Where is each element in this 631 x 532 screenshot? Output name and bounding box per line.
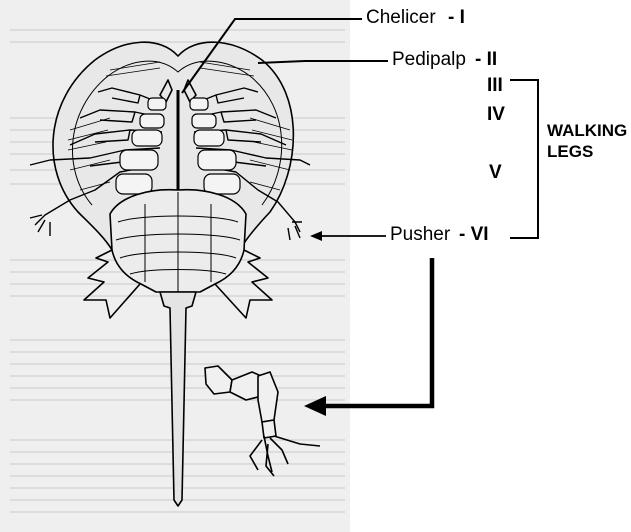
label-leg-iii: III <box>487 75 503 97</box>
walking-legs-bracket <box>510 80 538 238</box>
label-leg-iv: IV <box>487 104 505 126</box>
label-pedipalp: Pedipalp <box>392 49 466 71</box>
label-chelicer: Chelicer <box>366 7 436 29</box>
label-pusher: Pusher <box>390 224 450 246</box>
label-leg-v: V <box>489 162 502 184</box>
label-chelicer-number: - I <box>448 7 465 29</box>
label-walking: WALKING <box>547 121 627 141</box>
label-pedipalp-number: - II <box>475 49 497 71</box>
label-legs: LEGS <box>547 142 593 162</box>
label-pusher-number: - VI <box>459 224 489 246</box>
